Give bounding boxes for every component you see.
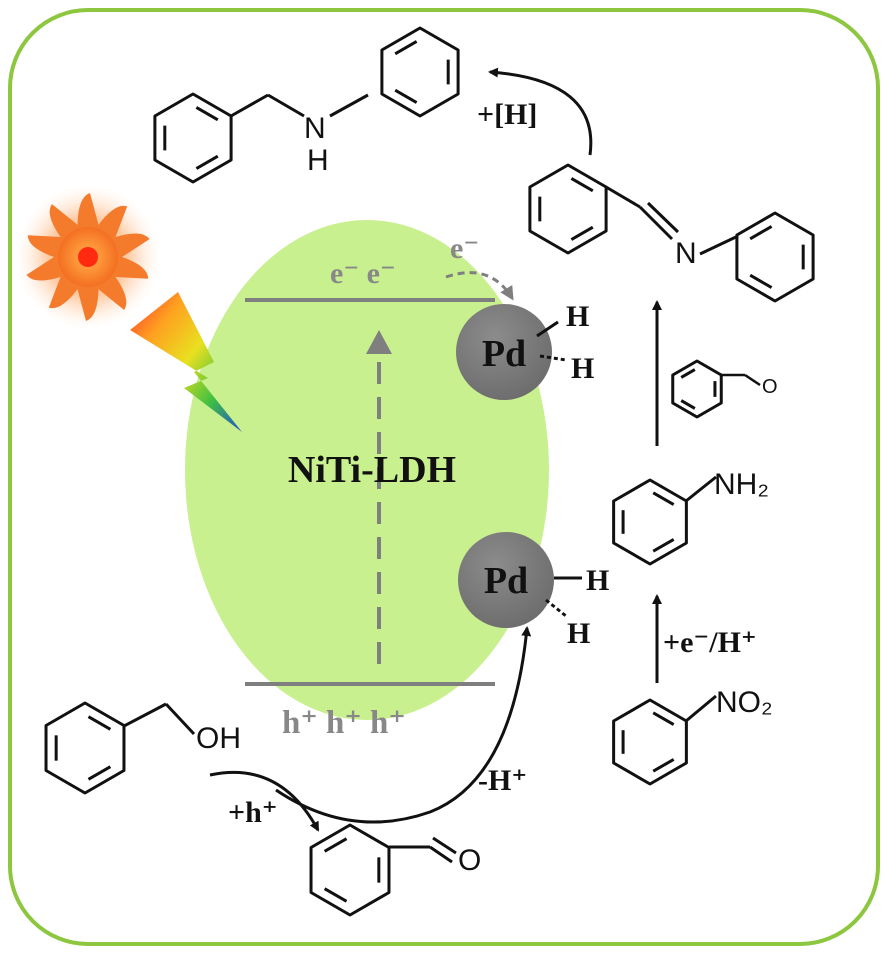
pd-h-bond <box>539 354 567 362</box>
benzyl-alcohol-molecule: OH <box>44 701 241 795</box>
benzene-ring <box>309 823 391 917</box>
pd-sphere <box>458 532 554 628</box>
electron-transfer-arrow <box>445 271 514 301</box>
benzaldehyde-molecule: O <box>309 823 481 917</box>
amine-nitrogen-label: N <box>304 112 326 145</box>
benzaldehyde-reagent: O <box>671 359 778 419</box>
nitro-label: NO₂ <box>716 686 773 719</box>
sun-icon <box>16 185 160 329</box>
catalyst-label: NiTi-LDH <box>288 449 456 491</box>
hydrogen-label: H <box>566 300 589 333</box>
transfer-electron-label: e⁻ <box>450 232 479 265</box>
reagent-oxygen-label: O <box>762 376 778 398</box>
cb-electrons-label: e⁻ e⁻ <box>330 257 396 290</box>
deprotonation-arrow <box>275 626 532 824</box>
reduction-label: +e⁻/H⁺ <box>663 626 757 659</box>
pd-h-bond <box>536 320 559 338</box>
carbonyl-oxygen-label: O <box>458 844 481 877</box>
benzene-ring <box>735 211 815 303</box>
pd-site-bottom: Pd H H <box>458 532 609 650</box>
amine-label: NH₂ <box>714 468 769 501</box>
pd-label: Pd <box>482 333 526 375</box>
benzene-ring <box>380 26 460 118</box>
oxidation-arrow <box>209 770 320 832</box>
hydrogen-label: H <box>567 617 590 650</box>
hydrogen-label: H <box>571 352 594 385</box>
pd-label: Pd <box>484 560 528 602</box>
nitrobenzene-molecule: NO₂ <box>612 686 773 786</box>
aniline-molecule: NH₂ <box>612 468 769 566</box>
pd-site-top: Pd H H <box>456 300 594 400</box>
hydrogenation-arrow <box>488 67 593 156</box>
hydroxyl-label: OH <box>196 722 241 755</box>
imine-molecule: N <box>528 163 815 303</box>
hydrogenation-label: +[H] <box>477 98 537 131</box>
benzylaniline-molecule: N H <box>153 26 460 184</box>
imine-nitrogen-label: N <box>675 237 697 270</box>
lightning-bolt-icon <box>130 292 242 432</box>
vb-holes-label: h⁺ h⁺ h⁺ <box>282 705 406 741</box>
hydrogen-label: H <box>586 564 609 597</box>
oxidation-label: +h⁺ <box>228 796 278 829</box>
pd-h-bond <box>545 598 567 618</box>
pd-sphere <box>456 304 552 400</box>
deprotonation-label: -H⁺ <box>478 764 527 797</box>
amine-hydrogen-label: H <box>307 144 329 177</box>
excitation-arrowhead <box>366 330 392 354</box>
